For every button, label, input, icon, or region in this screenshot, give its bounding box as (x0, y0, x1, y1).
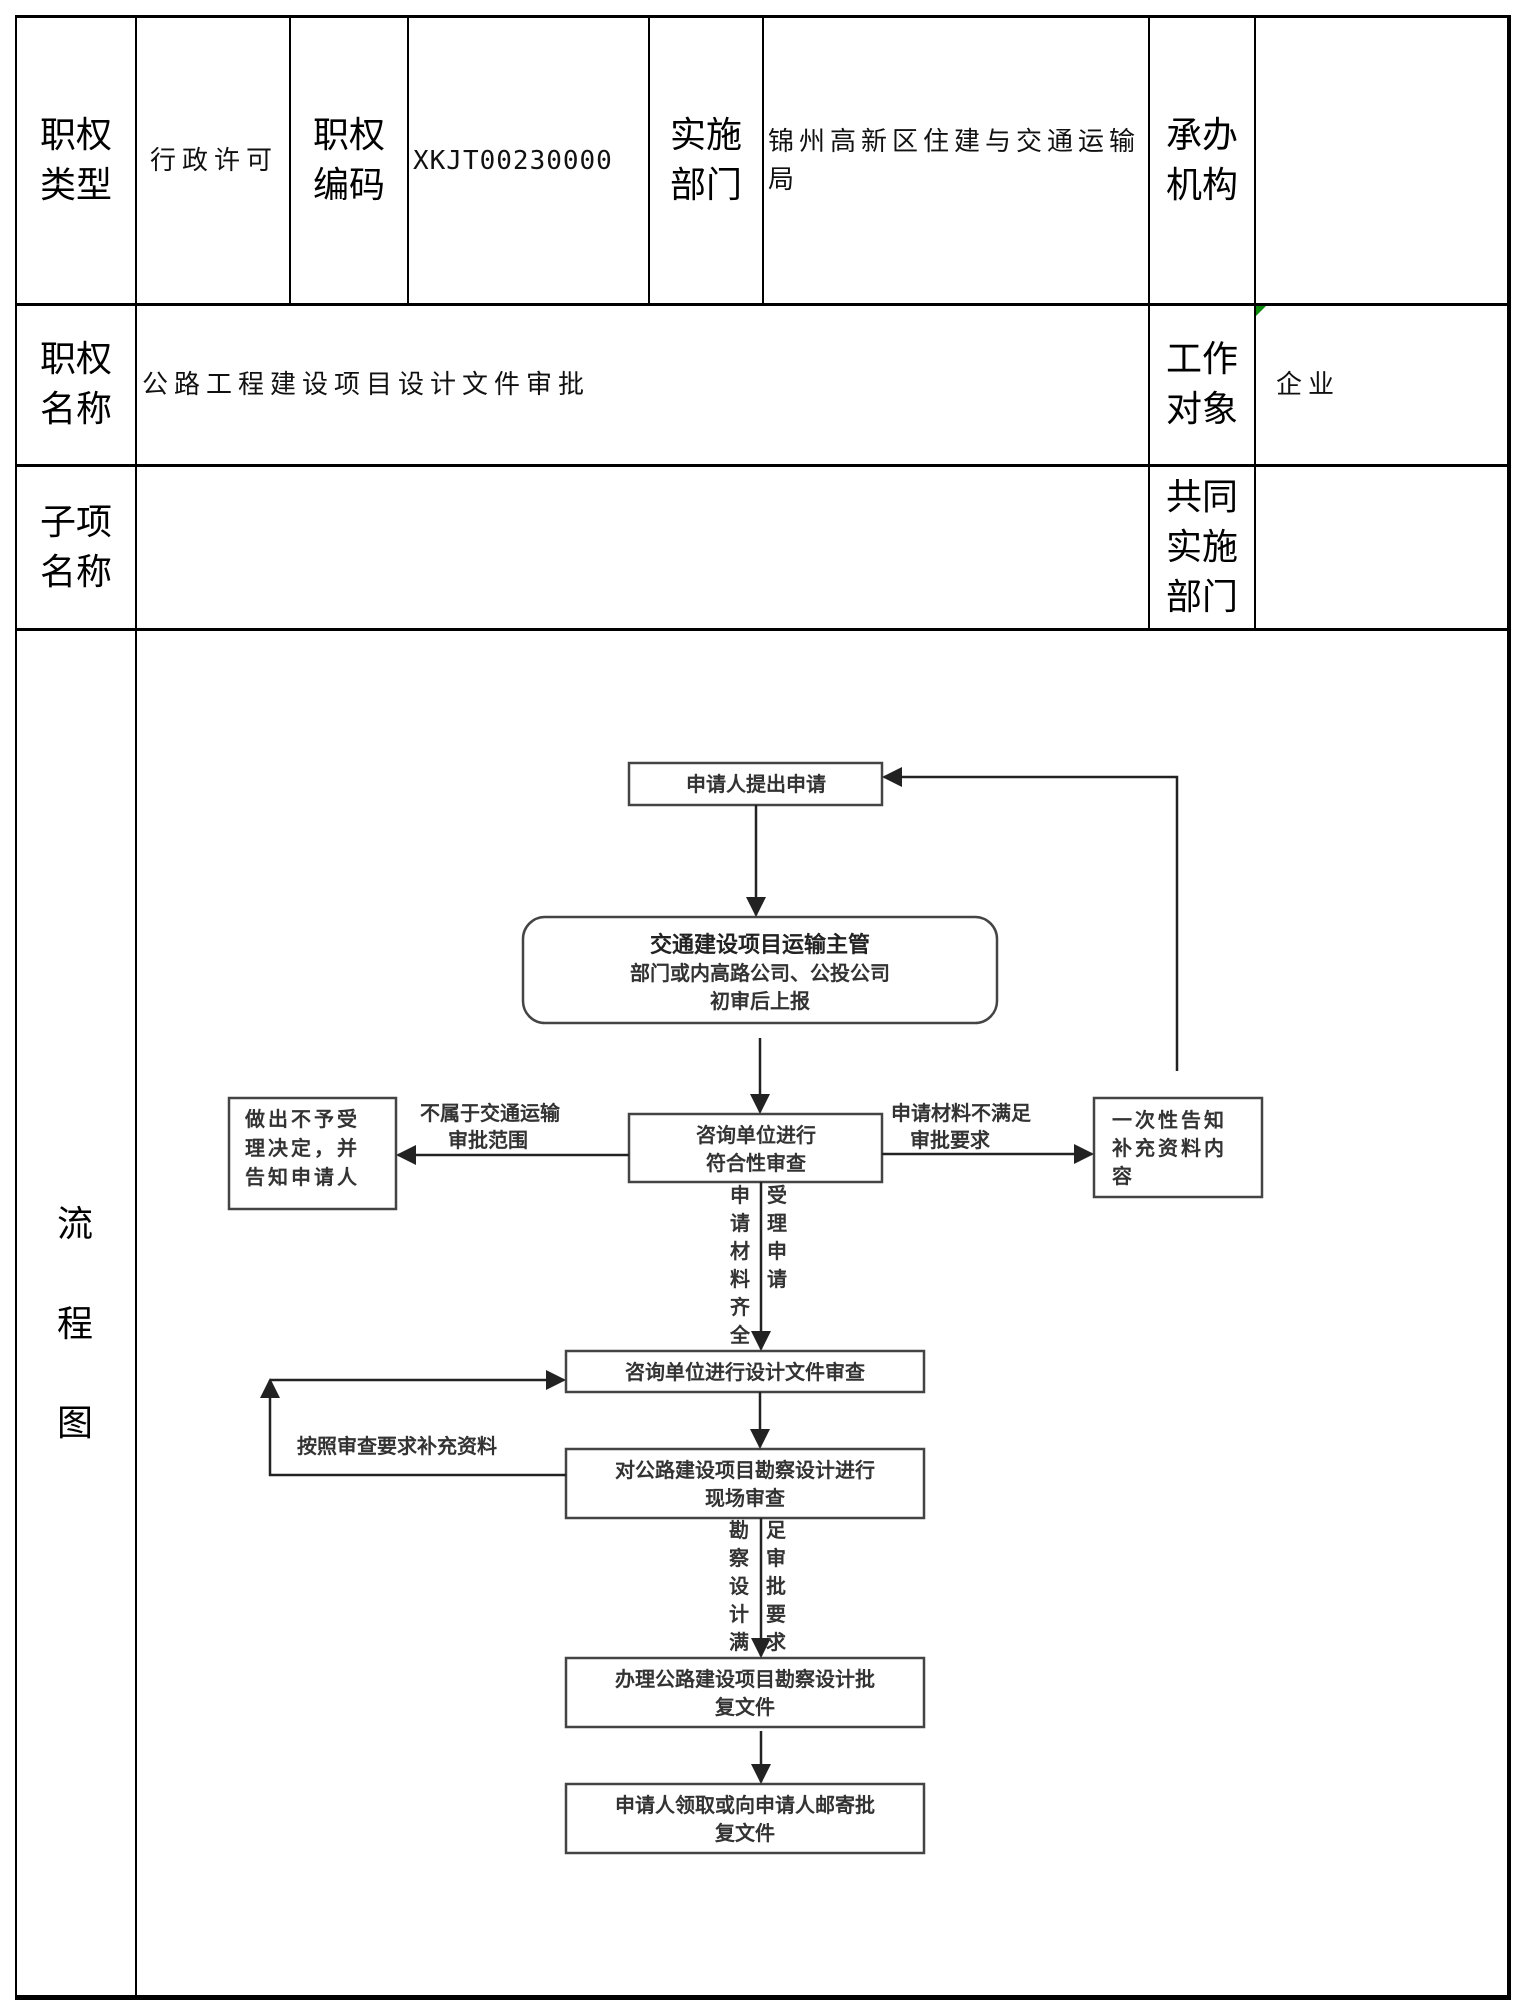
node-deliver (564, 1782, 926, 1855)
node-design-review-text: 咨询单位进行设计文件审查 (625, 1360, 865, 1384)
node-reject-text-1: 做出不予受 (244, 1107, 360, 1131)
col-divider-label (135, 15, 137, 1999)
node-approval (564, 1656, 926, 1729)
edge-label-satisfied-right-char-4: 要 (766, 1602, 786, 1626)
node-approval-text-2: 复文件 (714, 1695, 775, 1719)
edge-label-complete-left-char-3: 材 (730, 1239, 750, 1263)
implementing-dept-value: 锦州高新区住建与交通运输局 (768, 127, 1141, 195)
flowchart-label-char-1: 流 (56, 1204, 93, 1245)
col-divider-right-label-right (1254, 15, 1256, 629)
authority-type-label: 职权 类型 (39, 115, 112, 206)
edge-label-satisfied-left-char-3: 设 (729, 1574, 749, 1598)
node-compliance-text-2: 符合性审查 (706, 1151, 806, 1175)
row-divider-3 (15, 628, 1511, 631)
node-site-review-text-1: 对公路建设项目勘察设计进行 (615, 1458, 875, 1482)
col-divider-r1-a (289, 15, 291, 305)
work-target-label: 工作 对象 (1165, 339, 1238, 430)
sub-item-name-value (142, 467, 1142, 628)
edge-label-satisfied-right-char-3: 批 (766, 1574, 786, 1598)
node-reject-text-3: 告知申请人 (245, 1165, 360, 1189)
edge-label-incomplete-2: 审批要求 (910, 1128, 991, 1152)
joint-dept-label: 共同 实施 部门 (1165, 476, 1238, 618)
edge-label-complete-left-char-5: 齐 (730, 1295, 751, 1319)
edge-notify-apply (882, 767, 1179, 1071)
edge-label-complete-left-char-1: 申 (730, 1183, 750, 1207)
implementing-dept-label: 实施 部门 (669, 115, 742, 206)
node-reject (227, 1096, 398, 1211)
node-reject-text-2: 理决定，并 (245, 1136, 360, 1160)
node-notify-text-2: 补充资料内 (1111, 1136, 1227, 1160)
edge-label-incomplete-1: 申请材料不满足 (891, 1101, 1032, 1125)
edge-label-complete-left-char-2: 请 (730, 1211, 750, 1235)
edge-label-complete-right-char-4: 请 (767, 1267, 787, 1291)
node-apply (627, 761, 884, 807)
node-deliver-text-2: 复文件 (714, 1821, 775, 1845)
table-border-left (15, 15, 17, 1999)
edge-label-satisfied-left-char-1: 勘 (729, 1518, 749, 1542)
work-target-value: 企业 (1276, 370, 1341, 400)
node-deliver-text-1: 申请人领取或向申请人邮寄批 (615, 1793, 875, 1817)
node-prereview-text-3: 初审后上报 (710, 989, 810, 1013)
handling-org-value (1262, 18, 1502, 304)
edge-label-satisfied-left-char-5: 满 (729, 1630, 749, 1654)
row-divider-2 (15, 464, 1511, 467)
node-approval-text-1: 办理公路建设项目勘察设计批 (615, 1667, 875, 1691)
node-prereview (521, 915, 999, 1025)
edge-label-complete-right-char-2: 理 (767, 1211, 787, 1235)
edge-label-satisfied-left-char-4: 计 (729, 1602, 749, 1626)
node-compliance-text-1: 咨询单位进行 (696, 1123, 816, 1147)
edge-label-satisfied-left-char-2: 察 (729, 1546, 750, 1570)
authority-name-label: 职权 名称 (39, 339, 112, 430)
node-prereview-text-2: 部门或内高路公司、公投公司 (630, 961, 890, 985)
authority-code-value: XKJT00230000 (413, 146, 613, 176)
col-divider-r1-c (648, 15, 650, 305)
col-divider-right-label-left (1148, 15, 1150, 629)
edge-label-satisfied-right-char-2: 审 (766, 1546, 786, 1570)
edge-label-complete-left-char-6: 全 (729, 1323, 751, 1347)
flowchart-label-char-3: 图 (56, 1403, 93, 1444)
node-site-review (564, 1447, 926, 1520)
handling-org-label: 承办 机构 (1165, 115, 1238, 206)
authority-name-value: 公路工程建设项目设计文件审批 (142, 370, 591, 400)
table-border-right (1507, 15, 1511, 1999)
col-divider-r1-b (407, 15, 409, 305)
node-notify (1092, 1096, 1264, 1199)
joint-dept-value (1262, 467, 1502, 628)
node-design-review (564, 1349, 926, 1394)
node-compliance (627, 1112, 884, 1184)
sub-item-name-label: 子项 名称 (39, 501, 112, 593)
edge-label-complete-right-char-3: 申 (767, 1239, 787, 1263)
authority-code-label: 职权 编码 (312, 115, 385, 206)
cell-comment-marker (1256, 306, 1266, 316)
table-border-bottom (15, 1995, 1511, 2000)
edge-label-complete-left-char-4: 料 (730, 1267, 750, 1291)
node-notify-text-3: 容 (1112, 1164, 1135, 1188)
authority-type-value: 行政许可 (150, 146, 279, 176)
edge-label-supplement: 按照审查要求补充资料 (297, 1434, 497, 1458)
edge-label-satisfied-right-char-1: 足 (766, 1518, 787, 1542)
node-notify-text-1: 一次性告知 (1112, 1108, 1227, 1132)
edge-label-not-in-scope-1: 不属于交通运输 (420, 1101, 561, 1125)
node-site-review-text-2: 现场审查 (705, 1486, 785, 1510)
col-divider-r1-d (762, 15, 764, 305)
flowchart-label-char-2: 程 (56, 1304, 93, 1345)
edge-label-not-in-scope-2: 审批范围 (448, 1128, 528, 1152)
node-apply-text: 申请人提出申请 (686, 772, 826, 796)
edge-label-satisfied-right-char-5: 求 (766, 1630, 787, 1654)
edge-site-supplement (260, 1378, 566, 1477)
edge-label-complete-right-char-1: 受 (767, 1183, 787, 1207)
node-prereview-text-1: 交通建设项目运输主管 (650, 932, 870, 958)
